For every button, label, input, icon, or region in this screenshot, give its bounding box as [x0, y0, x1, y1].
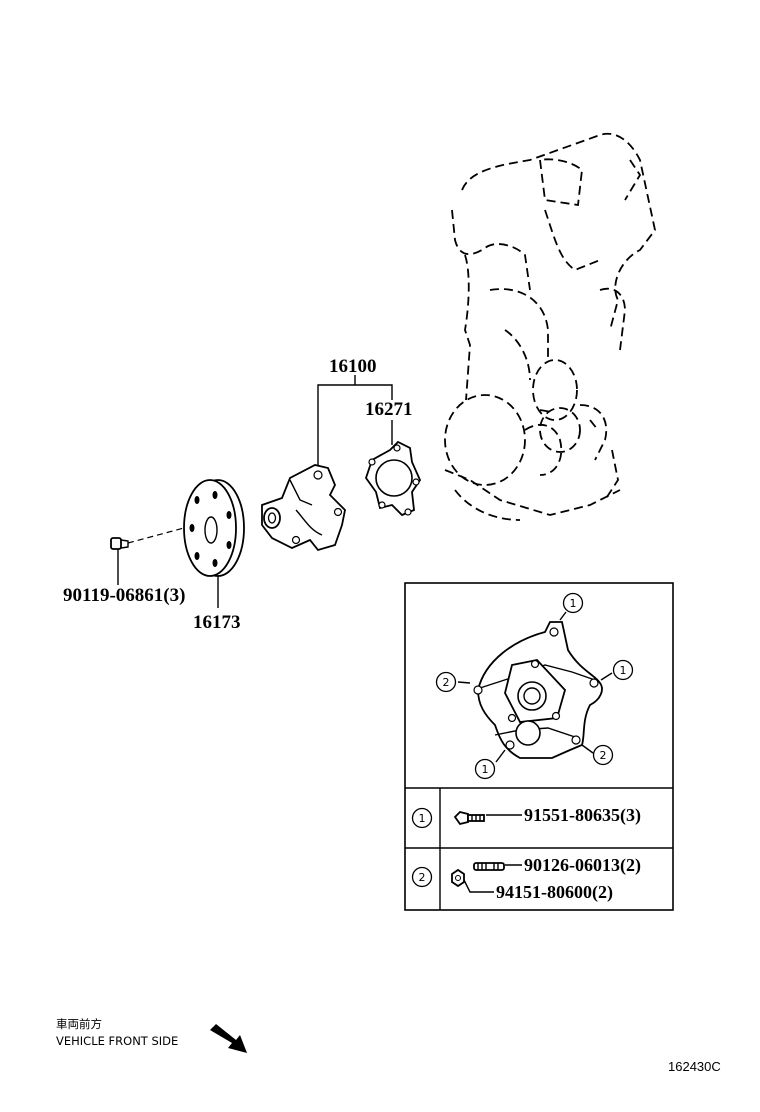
stud-icon — [473, 862, 505, 871]
svg-text:1: 1 — [419, 812, 426, 825]
vehicle-front-label-en: VEHICLE FRONT SIDE — [56, 1034, 178, 1048]
svg-text:1: 1 — [620, 664, 627, 677]
bolt-icon — [453, 811, 485, 826]
svg-text:1: 1 — [482, 763, 489, 776]
marker-1-bottom: 1 — [474, 758, 496, 780]
engine-block-outline — [444, 132, 656, 521]
gasket — [365, 440, 422, 517]
detail-pump-view — [457, 611, 613, 763]
marker-2-right: 2 — [592, 744, 614, 766]
front-direction-arrow-icon — [210, 1024, 247, 1053]
callout-pulley-bolt: 90119-06861(3) — [63, 585, 185, 606]
pulley — [183, 479, 245, 577]
marker-1-top: 1 — [562, 592, 584, 614]
legend-row-1: 1 91551-80635(3) — [411, 805, 641, 829]
legend-part-90126: 90126-06013(2) — [524, 855, 641, 876]
marker-1-right: 1 — [612, 659, 634, 681]
marker-2-left: 2 — [435, 671, 457, 693]
pulley-bolt — [110, 537, 129, 550]
nut-icon — [451, 868, 465, 888]
callout-pulley: 16173 — [193, 612, 241, 633]
legend-part-91551: 91551-80635(3) — [524, 805, 641, 826]
leader-lines — [117, 375, 393, 608]
legend-part-94151: 94151-80600(2) — [496, 882, 613, 903]
detail-box — [404, 582, 674, 911]
svg-text:1: 1 — [570, 597, 577, 610]
reference-code: 162430C — [668, 1059, 721, 1074]
callout-assembly: 16100 — [329, 356, 377, 377]
water-pump-body — [261, 464, 346, 552]
callout-gasket: 16271 — [365, 399, 413, 420]
legend-row-2: 2 90126-06013(2) 94151-80600(2) — [411, 855, 641, 903]
svg-text:2: 2 — [419, 871, 426, 884]
svg-text:2: 2 — [443, 676, 450, 689]
vehicle-front-label-jp: 車両前方 — [56, 1017, 102, 1031]
svg-text:2: 2 — [600, 749, 607, 762]
